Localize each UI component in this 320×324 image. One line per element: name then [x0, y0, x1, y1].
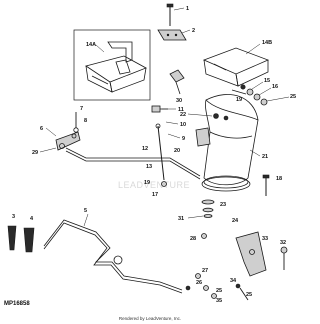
part-2-plate: [157, 29, 187, 41]
callout-24: 24: [232, 218, 239, 224]
callout-8: 8: [84, 118, 87, 124]
callout-22: 22: [180, 112, 186, 118]
part-29-crank: [55, 131, 81, 151]
callout-5: 5: [84, 208, 87, 214]
part-33-bracket: [235, 231, 267, 277]
part-22: [213, 113, 229, 121]
right-hardware-group: [231, 84, 268, 106]
part-21-chute: [201, 94, 259, 192]
callout-12: 12: [142, 146, 148, 152]
part-12-rod: [155, 123, 165, 181]
watermark: LEADVENTURE: [118, 180, 190, 190]
part-7-8-bolt: [73, 112, 79, 133]
callout-33: 33: [262, 236, 268, 242]
part-5-crank-handle: [43, 219, 183, 294]
callout-7: 7: [80, 106, 83, 112]
callout-6: 6: [40, 126, 43, 132]
callout-31: 31: [178, 216, 184, 222]
part-4-grip: [23, 227, 35, 253]
linkage-rod: [65, 147, 201, 180]
callout-18: 18: [276, 176, 282, 182]
callout-15: 15: [264, 78, 270, 84]
part-20: [195, 127, 211, 147]
part-28: [201, 233, 207, 239]
callout-19b: 19: [144, 180, 150, 186]
footer-credit: Rendered by LeadVenture, Inc.: [119, 316, 181, 321]
callout-26: 26: [196, 280, 202, 286]
callout-4: 4: [30, 216, 34, 222]
callout-17: 17: [152, 192, 158, 198]
inset-box-14a: [73, 29, 151, 101]
part-1-bolt: [166, 3, 174, 26]
part-30: [169, 69, 185, 95]
part-18-pin: [262, 174, 270, 196]
part-32-bolt: [280, 246, 288, 270]
callout-13: 13: [146, 164, 152, 170]
callout-14a: 14A: [86, 42, 96, 48]
callout-34: 34: [230, 278, 237, 284]
lower-fasteners: [185, 273, 217, 299]
part-14b-deflector: [202, 47, 270, 87]
callout-19a: 19: [236, 97, 242, 103]
callout-3: 3: [12, 214, 15, 220]
callout-16: 16: [272, 84, 278, 90]
callout-9: 9: [182, 136, 185, 142]
callout-29: 29: [32, 150, 38, 156]
callout-20: 20: [174, 148, 180, 154]
part-3-grip: [7, 225, 17, 251]
callout-21: 21: [262, 154, 268, 160]
callout-14b: 14B: [262, 40, 272, 46]
callout-32: 32: [280, 240, 286, 246]
reference-code: MP16858: [4, 301, 30, 307]
callout-25b: 25: [216, 288, 222, 294]
parts-diagram: LEADVENTURE 14A 1 2 14B 15: [4, 3, 296, 321]
callout-10: 10: [180, 122, 186, 128]
part-17-washer: [161, 181, 167, 187]
callout-1: 1: [186, 6, 189, 12]
callout-27: 27: [202, 268, 208, 274]
part-34-bolt: [235, 283, 249, 301]
callout-35: 35: [216, 298, 222, 304]
callout-11: 11: [178, 107, 184, 113]
callout-2: 2: [192, 28, 195, 34]
part-23-24-31-stack: [201, 199, 215, 218]
callout-25c: 25: [246, 292, 252, 298]
callout-30: 30: [176, 98, 182, 104]
callout-25a: 25: [290, 94, 296, 100]
callout-23: 23: [220, 202, 226, 208]
callout-28: 28: [190, 236, 196, 242]
